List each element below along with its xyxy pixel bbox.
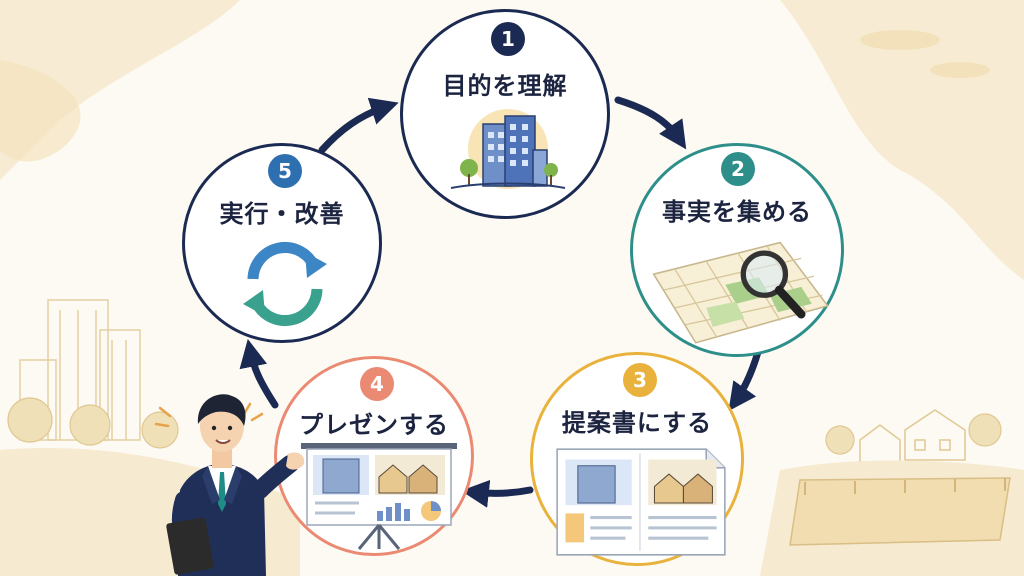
step-3-label: 提案書にする	[561, 409, 713, 437]
step-1-number-badge: 1	[491, 22, 525, 56]
step-3-circle: 3 提案書にする	[530, 352, 744, 566]
step-3-number-badge: 3	[623, 363, 657, 397]
cycle-arrows-icon	[243, 242, 327, 326]
step-2-number-badge: 2	[721, 152, 755, 186]
map-magnifier-icon	[652, 241, 829, 344]
step-4-number-badge: 4	[360, 367, 394, 401]
step-2-circle: 2 事実を集める	[630, 143, 844, 357]
presenter-illustration	[154, 394, 305, 576]
step-1-label: 目的を理解	[442, 72, 568, 100]
step-1-circle: 1 目的を理解	[400, 9, 610, 219]
step-5-label: 実行・改善	[219, 200, 345, 228]
step-5-number-badge: 5	[268, 154, 302, 188]
step-5-circle: 5 実行・改善	[182, 143, 382, 343]
step-4-label: プレゼンする	[299, 411, 449, 439]
office-building-icon	[450, 109, 566, 189]
step-4-circle: 4 プレゼンする	[274, 356, 474, 556]
proposal-document-icon	[556, 448, 726, 556]
step-2-label: 事実を集める	[662, 198, 812, 226]
right-town-illustration	[859, 409, 966, 463]
presentation-board-icon	[301, 443, 457, 550]
